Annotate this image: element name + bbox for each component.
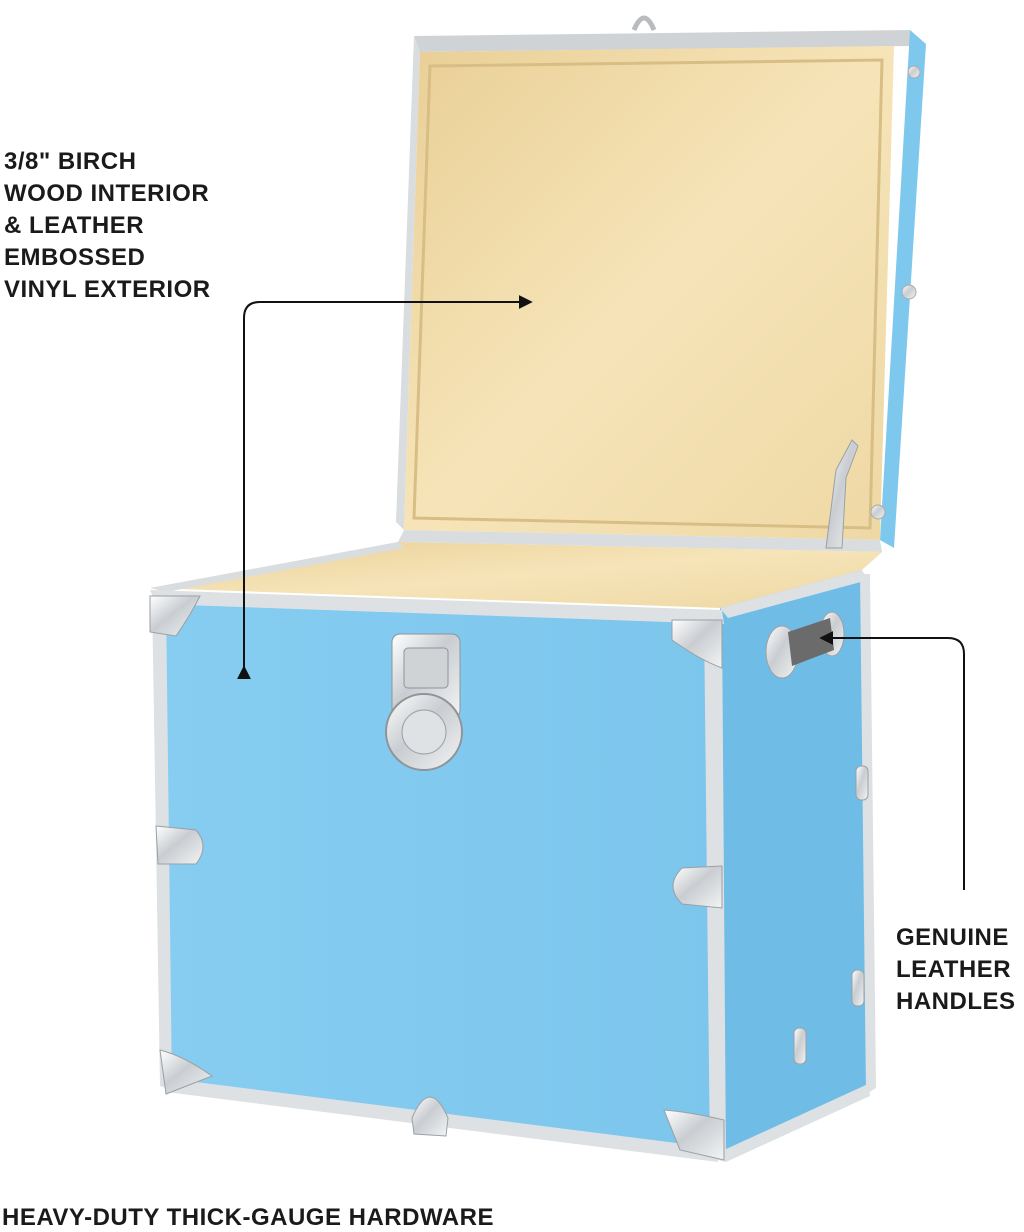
side-top-trim [720, 570, 868, 618]
trunk-side [720, 570, 876, 1162]
bottom-bracket-icon [411, 1096, 449, 1137]
lid-top-trim [414, 30, 914, 52]
corner-bracket-icon [663, 1109, 725, 1161]
hardware-callout: HEAVY-DUTY THICK-GAUGE HARDWARE [2, 1204, 494, 1231]
handle-icon [765, 611, 845, 679]
front-panel-blue [158, 600, 724, 1160]
corner-bracket-icon [159, 1049, 214, 1095]
arrow-icon [819, 631, 965, 890]
side-bracket-icon [793, 1027, 807, 1065]
trunk-lid [396, 15, 926, 552]
leather-strap [788, 618, 834, 666]
corner-bracket-icon [671, 619, 723, 669]
lid-stay-arm-icon [825, 439, 859, 549]
side-bracket-icon [855, 765, 869, 801]
latch-icon [385, 633, 463, 771]
lid-rivet-icon [907, 65, 921, 79]
side-bottom-trim [724, 1084, 870, 1162]
lid-rivet-icon [870, 504, 886, 520]
side-panel-blue [720, 570, 870, 1160]
edge-bracket-icon [672, 865, 723, 909]
lid-interior-birch [404, 46, 894, 540]
edge-bracket-icon [155, 825, 204, 865]
birch-interior-callout: 3/8" BIRCH WOOD INTERIOR & LEATHER EMBOS… [4, 148, 211, 303]
leather-handles-callout: GENUINE LEATHER HANDLES [896, 924, 1016, 1015]
side-right-trim [860, 574, 876, 1094]
arrow-icon [237, 295, 533, 680]
lid-hasp-icon [631, 15, 657, 32]
side-bracket-icon [851, 969, 865, 1007]
trunk-front [149, 590, 726, 1162]
corner-bracket-icon [149, 595, 201, 637]
lid-rivet-icon [901, 284, 917, 300]
